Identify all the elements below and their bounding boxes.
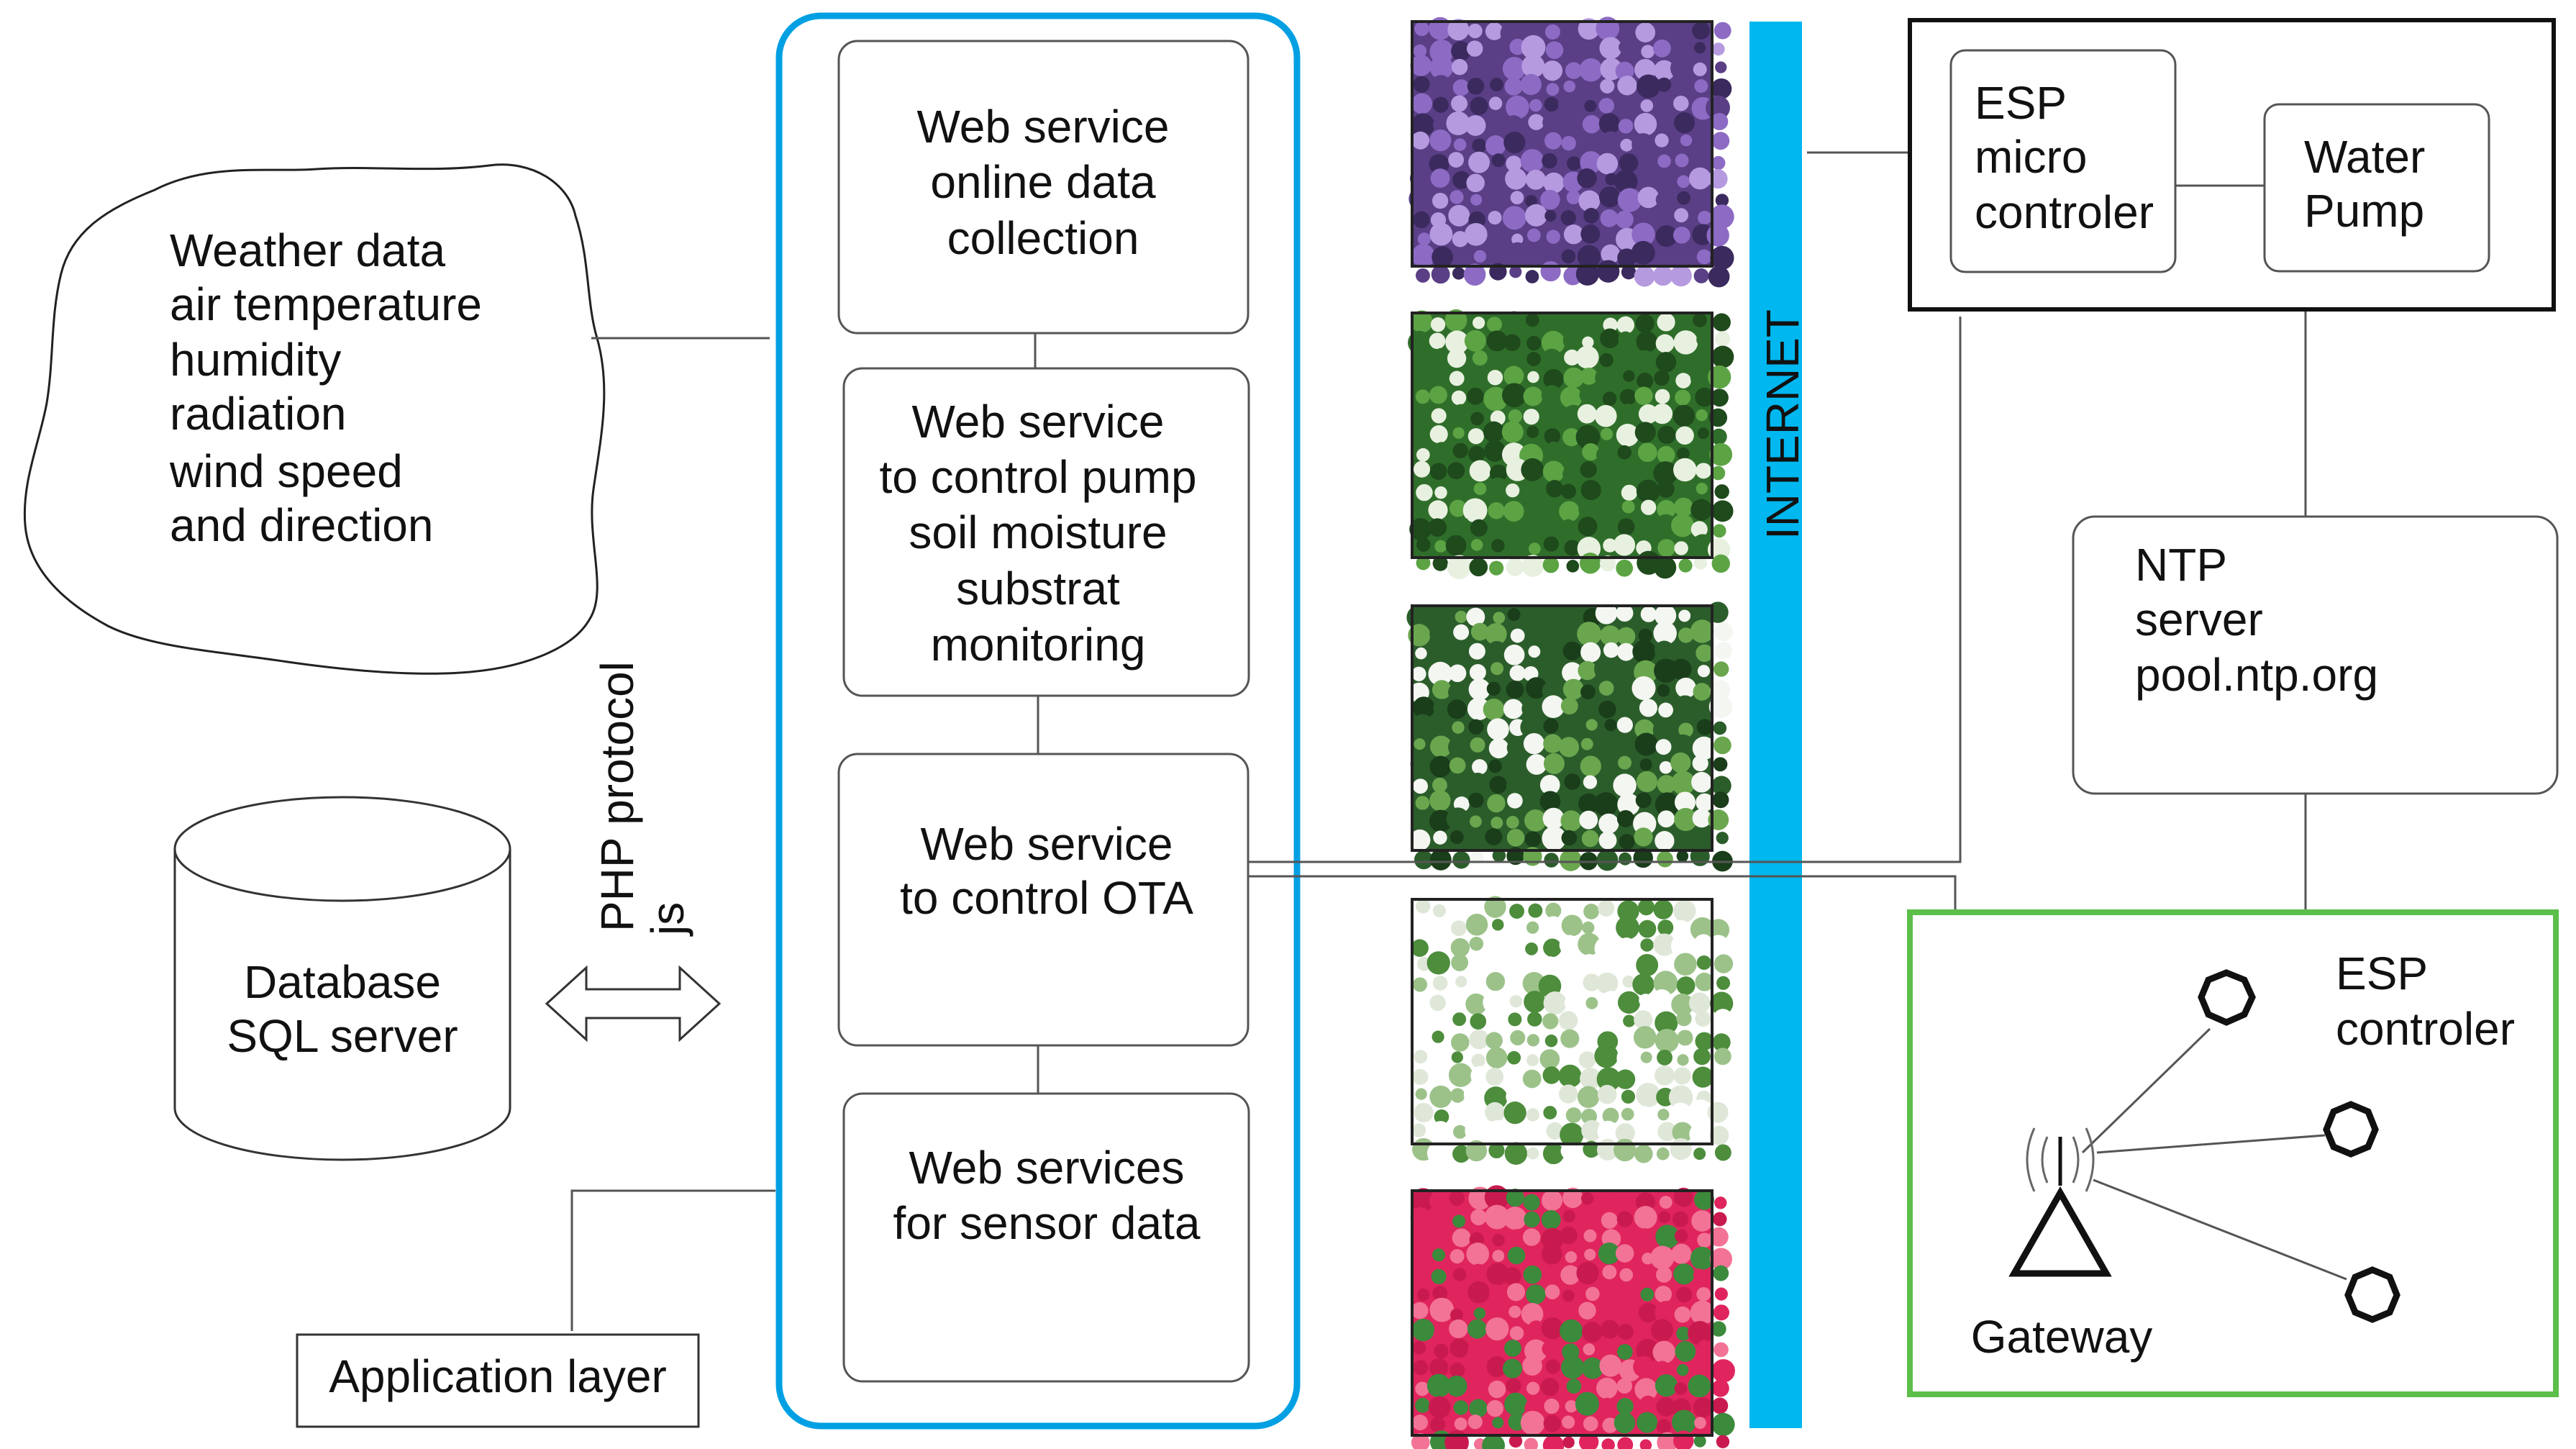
- water-pump-text: Water Pump: [2304, 131, 2438, 237]
- service-box: [837, 40, 1250, 335]
- photo-white-dense-flowers: [1407, 896, 1734, 1166]
- service-line: Web service: [917, 101, 1170, 153]
- weather-line: radiation: [170, 388, 347, 440]
- internet-label: INTERNET: [1757, 309, 1808, 540]
- service-line: collection: [947, 212, 1139, 264]
- database-line: Database: [244, 956, 441, 1008]
- sensor-node-icon: [2344, 1266, 2400, 1323]
- internet-bar: [1749, 22, 1802, 1428]
- ota-to-esp-micro-line: [1248, 317, 1962, 863]
- service-line: to control pump: [879, 451, 1196, 503]
- service-sensor-data: Web services for sensor data: [842, 1092, 1250, 1383]
- ntp-server-box: NTP server pool.ntp.org: [2072, 515, 2559, 795]
- cloud-shape: [23, 163, 606, 675]
- weather-line: and direction: [170, 499, 433, 551]
- database-cylinder: Database SQL server: [173, 796, 511, 1161]
- photo-white-large-flowers: [1406, 601, 1733, 872]
- weather-text: Weather data air temperature humidity ra…: [169, 224, 495, 551]
- esp-micro-line: controler: [1975, 186, 2154, 238]
- service-box: [837, 753, 1250, 1047]
- protocol-label: PHP protocol: [591, 661, 643, 932]
- service-line: for sensor data: [893, 1197, 1201, 1249]
- service-line: Web service: [912, 396, 1165, 448]
- gateway-link: [2096, 1134, 2326, 1154]
- photo-purple-flowers: [1408, 17, 1734, 288]
- service-line: Web services: [909, 1142, 1185, 1194]
- sensor-node-icon: [2198, 969, 2256, 1026]
- water-pump-rect: [2263, 103, 2490, 273]
- gateway-antenna-icon: [2008, 1127, 2112, 1277]
- application-layer-label: Application layer: [329, 1350, 667, 1402]
- service-line: monitoring: [931, 619, 1146, 671]
- service-line: Web service: [921, 818, 1173, 870]
- web-services-container: [775, 12, 1301, 1430]
- water-pump-line: Pump: [2304, 185, 2424, 237]
- esp-micro-controler-box: ESP micro controler: [1949, 49, 2177, 273]
- flower-photos: [1406, 17, 1735, 1449]
- photo-pink-flowers: [1410, 1185, 1735, 1449]
- service-line: soil moisture: [909, 507, 1167, 558]
- service-online-data-collection: Web service online data collection: [837, 40, 1250, 335]
- service-control-pump: Web service to control pump soil moistur…: [842, 367, 1250, 697]
- weather-line: humidity: [170, 334, 341, 386]
- ntp-line: server: [2135, 594, 2263, 645]
- photo-white-green-flowers: [1408, 309, 1734, 580]
- cylinder-body: [173, 849, 511, 1161]
- esp-micro-line: micro: [1975, 131, 2087, 183]
- ota-to-esp-controler-line: [1248, 875, 1957, 917]
- weather-cloud: Weather data air temperature humidity ra…: [23, 163, 606, 675]
- gateway-link: [2093, 1178, 2347, 1281]
- sensor-node-icon: [2323, 1101, 2379, 1158]
- service-line: to control OTA: [900, 872, 1193, 924]
- esp-controler-text: ESP controler: [2336, 948, 2515, 1055]
- esp-micro-line: ESP: [1975, 77, 2066, 129]
- ntp-text: NTP server pool.ntp.org: [2135, 539, 2378, 701]
- service-control-ota: Web service to control OTA: [837, 753, 1250, 1047]
- esp-controler-line: ESP: [2336, 948, 2427, 999]
- database-line: SQL server: [227, 1010, 458, 1062]
- weather-line: wind speed: [169, 445, 403, 497]
- service-box: [842, 1092, 1250, 1383]
- gateway-label: Gateway: [1971, 1311, 2153, 1363]
- ntp-line: pool.ntp.org: [2135, 649, 2378, 701]
- double-arrow-icon: [545, 965, 722, 1043]
- gateway-link: [2081, 1027, 2211, 1154]
- weather-line: air temperature: [170, 278, 482, 330]
- app-layer-connector: [570, 1189, 775, 1331]
- water-pump-line: Water: [2304, 131, 2425, 183]
- cylinder-top: [173, 796, 511, 902]
- esp-micro-text: ESP micro controler: [1975, 77, 2154, 238]
- water-pump-box: Water Pump: [2263, 103, 2490, 273]
- ntp-line: NTP: [2135, 539, 2226, 591]
- service-line: substrat: [956, 563, 1120, 614]
- service-line: online data: [930, 156, 1156, 208]
- protocol-js-label: js: [642, 902, 693, 937]
- application-layer-box: [296, 1333, 700, 1428]
- ntp-rect: [2072, 515, 2559, 795]
- esp-controler-line: controler: [2336, 1003, 2515, 1055]
- weather-line: Weather data: [170, 224, 445, 276]
- service-box: [842, 367, 1250, 697]
- esp-micro-box: [1949, 49, 2177, 273]
